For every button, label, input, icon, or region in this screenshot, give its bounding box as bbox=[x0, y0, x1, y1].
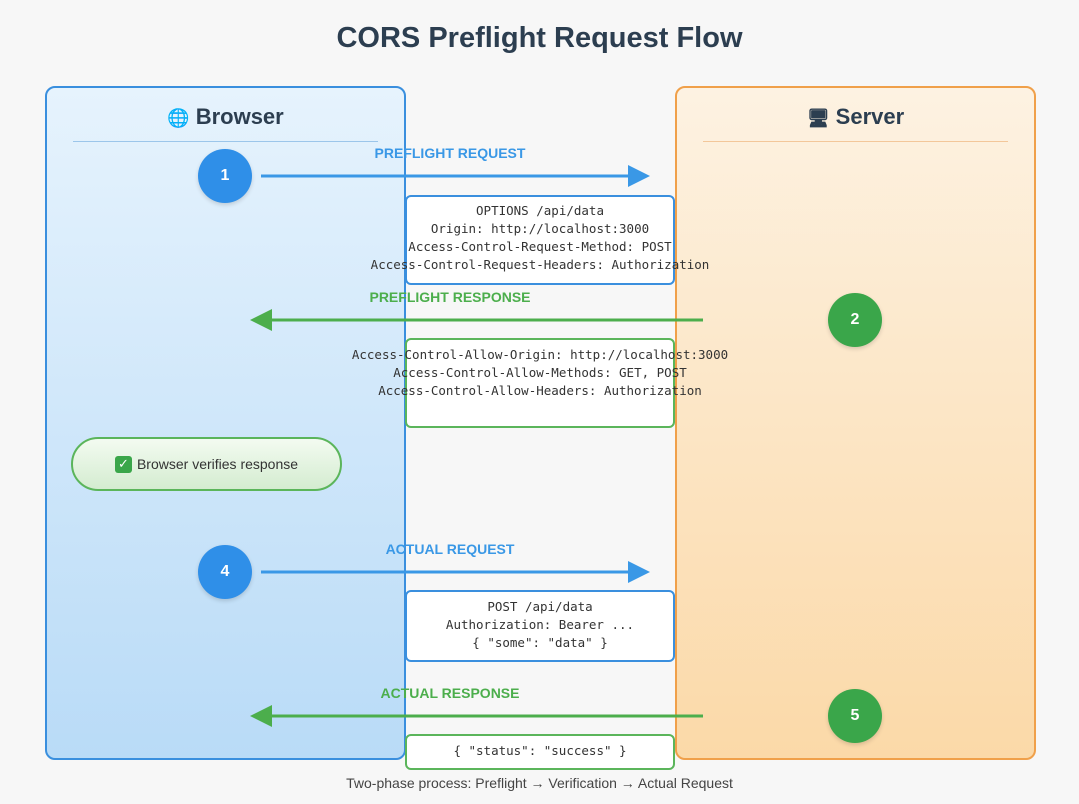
verify-label: Browser verifies response bbox=[136, 456, 299, 472]
code-line: OPTIONS /api/data bbox=[476, 203, 604, 218]
label-actual-response: ACTUAL RESPONSE bbox=[380, 685, 520, 701]
server-lane-divider bbox=[703, 141, 1008, 142]
actual-response-text: { "status": "success" } bbox=[300, 742, 780, 760]
server-lane: 🖥Server bbox=[675, 86, 1036, 760]
step-4-badge: 4 bbox=[198, 545, 252, 599]
code-line: Access-Control-Request-Headers: Authoriz… bbox=[370, 257, 710, 272]
checkmark-icon: ✓ bbox=[114, 455, 132, 473]
code-line: { "status": "success" } bbox=[453, 743, 627, 758]
diagram-caption: Two-phase process: Preflight → Verificat… bbox=[346, 775, 733, 791]
preflight-request-box bbox=[405, 195, 675, 285]
step-1-badge: 1 bbox=[198, 149, 252, 203]
verify-step: ✓ Browser verifies response bbox=[71, 437, 342, 491]
arrow-preflight-request bbox=[261, 165, 650, 187]
globe-icon: 🌐 bbox=[167, 108, 190, 129]
code-line: Access-Control-Allow-Headers: Authorizat… bbox=[378, 383, 702, 398]
code-line: Access-Control-Allow-Origin: http://loca… bbox=[351, 347, 729, 362]
code-line: Access-Control-Allow-Methods: GET, POST bbox=[393, 365, 687, 380]
actual-request-text: POST /api/data Authorization: Bearer ...… bbox=[300, 598, 780, 652]
preflight-request-text: OPTIONS /api/data Origin: http://localho… bbox=[300, 202, 780, 274]
code-line: POST /api/data bbox=[487, 599, 593, 614]
preflight-response-box bbox=[405, 338, 675, 428]
step-5-badge: 5 bbox=[828, 689, 882, 743]
monitor-icon: 🖥 bbox=[806, 108, 830, 129]
browser-lane-label: Browser bbox=[195, 104, 284, 129]
label-actual-request: ACTUAL REQUEST bbox=[385, 541, 515, 557]
code-line: Authorization: Bearer ... bbox=[445, 617, 635, 632]
step-2-badge: 2 bbox=[828, 293, 882, 347]
preflight-response-text: Access-Control-Allow-Origin: http://loca… bbox=[300, 346, 780, 400]
code-line: Origin: http://localhost:3000 bbox=[430, 221, 650, 236]
browser-lane-title: 🌐Browser bbox=[47, 104, 404, 130]
server-lane-label: Server bbox=[835, 104, 905, 129]
label-preflight-response: PREFLIGHT RESPONSE bbox=[369, 289, 531, 305]
arrow-actual-request bbox=[261, 561, 650, 583]
browser-lane-divider bbox=[73, 141, 378, 142]
label-preflight-request: PREFLIGHT REQUEST bbox=[374, 145, 526, 161]
actual-response-box bbox=[405, 734, 675, 770]
arrow-preflight-response bbox=[250, 309, 703, 331]
server-lane-title: 🖥Server bbox=[677, 104, 1034, 130]
diagram-title: CORS Preflight Request Flow bbox=[336, 22, 743, 54]
code-line: { "some": "data" } bbox=[472, 635, 608, 650]
code-line: Access-Control-Request-Method: POST bbox=[408, 239, 672, 254]
actual-request-box bbox=[405, 590, 675, 662]
arrow-actual-response bbox=[250, 705, 703, 727]
